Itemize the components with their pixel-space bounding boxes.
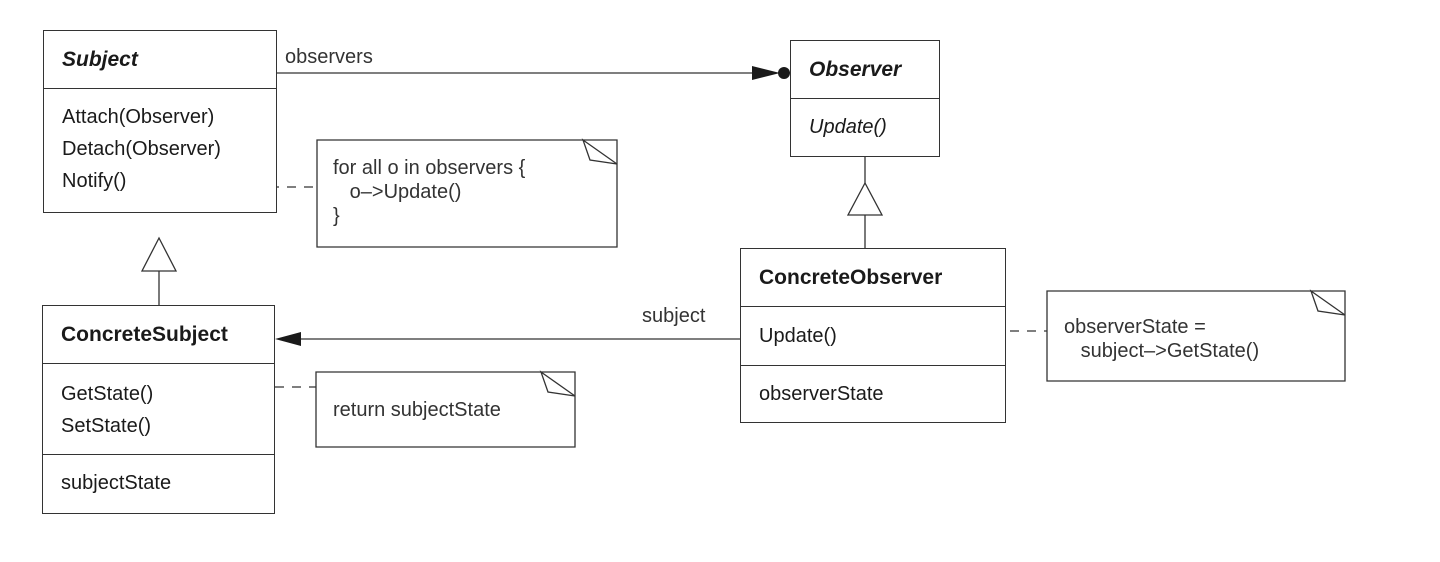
class-concrete-observer-attributes: observerState: [741, 366, 1005, 410]
note-update: observerState = subject–>GetState(): [1064, 315, 1259, 363]
attribute-observerstate: observerState: [759, 383, 884, 405]
observers-arrowhead: [752, 66, 780, 80]
class-subject: Subject Attach(Observer) Detach(Observer…: [43, 30, 277, 213]
class-concrete-subject-attributes: subjectState: [43, 455, 274, 499]
subject-association-label: subject: [642, 305, 706, 327]
subject-arrowhead: [275, 332, 301, 346]
note-getstate: return subjectState: [333, 398, 501, 422]
note-notify: for all o in observers { o–>Update() }: [333, 156, 525, 228]
note-notify-line-3: }: [333, 205, 340, 227]
observers-association-label: observers: [285, 46, 373, 68]
operation-concrete-update: Update(): [759, 325, 837, 347]
operation-detach: Detach(Observer): [62, 138, 221, 160]
class-concrete-observer: ConcreteObserver Update() observerState: [740, 248, 1006, 423]
class-concrete-observer-name: ConcreteObserver: [741, 249, 1005, 307]
note-notify-line-1: for all o in observers {: [333, 157, 526, 179]
class-observer-name: Observer: [791, 41, 939, 99]
class-concrete-subject-operations: GetState() SetState(): [43, 364, 274, 455]
operation-observer-update: Update(): [809, 116, 887, 138]
note-getstate-shape: [315, 370, 576, 448]
class-subject-name: Subject: [44, 31, 276, 89]
subject-inheritance-triangle: [140, 236, 178, 272]
observer-inheritance-triangle: [846, 181, 884, 216]
observers-multiplicity-dot: [778, 67, 790, 79]
note-getstate-line-1: return subjectState: [333, 399, 501, 421]
operation-notify: Notify(): [62, 170, 127, 192]
class-subject-operations: Attach(Observer) Detach(Observer) Notify…: [44, 89, 276, 197]
note-update-line-1: observerState =: [1064, 316, 1206, 338]
operation-setstate: SetState(): [61, 415, 152, 437]
class-observer: Observer Update(): [790, 40, 940, 157]
attribute-subjectstate: subjectState: [61, 472, 172, 494]
operation-attach: Attach(Observer): [62, 106, 215, 128]
class-concrete-observer-operations: Update(): [741, 307, 1005, 366]
operation-getstate: GetState(): [61, 383, 154, 405]
class-concrete-subject: ConcreteSubject GetState() SetState() su…: [42, 305, 275, 514]
class-concrete-subject-name: ConcreteSubject: [43, 306, 274, 364]
note-notify-shape: [316, 138, 618, 248]
note-notify-line-2: o–>Update(): [333, 181, 462, 203]
note-update-line-2: subject–>GetState(): [1064, 340, 1260, 362]
class-observer-operations: Update(): [791, 99, 939, 143]
note-update-shape: [1046, 289, 1346, 382]
